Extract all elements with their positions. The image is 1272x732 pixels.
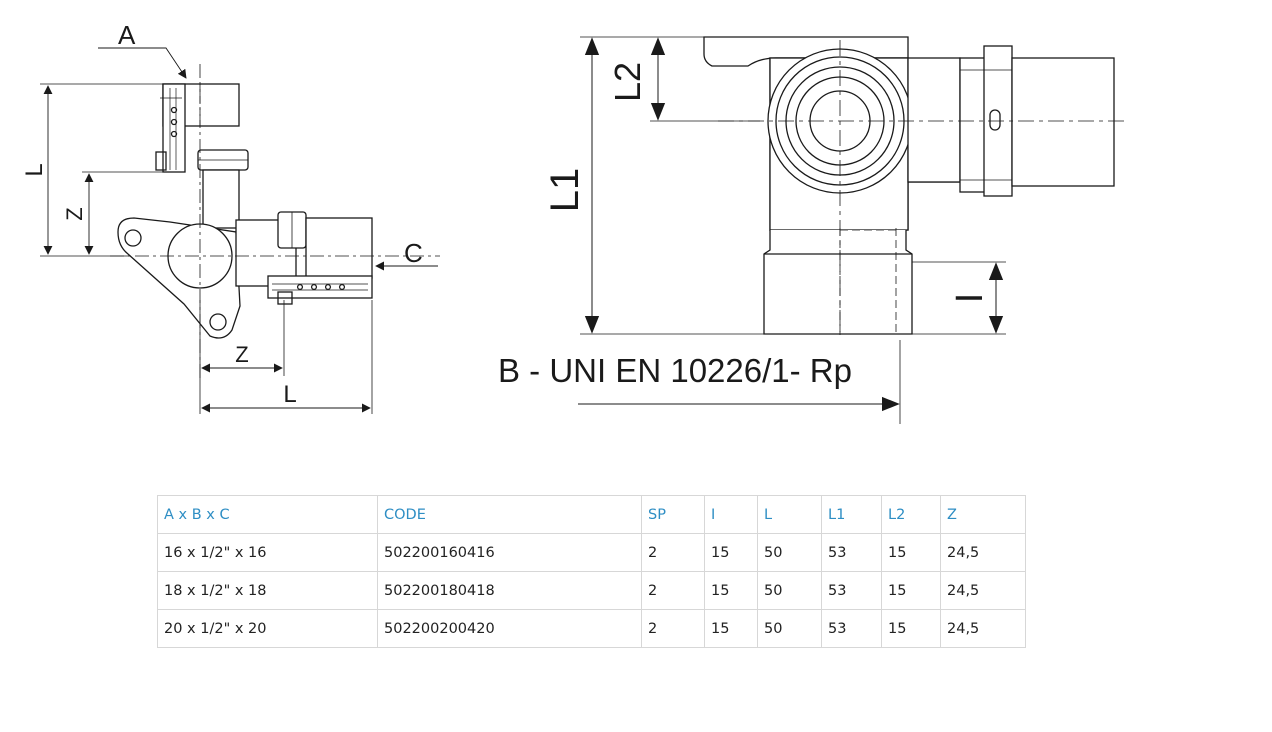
column-header-z: Z — [940, 495, 1026, 534]
cell-code: 502200160416 — [377, 533, 642, 572]
cell-z: 24,5 — [940, 571, 1026, 610]
cell-z: 24,5 — [940, 609, 1026, 648]
cell-l1: 53 — [821, 571, 882, 610]
label-z-vertical: Z — [62, 207, 87, 220]
cell-l: 50 — [757, 609, 822, 648]
left-view — [40, 47, 440, 414]
table-row: 16 x 1/2" x 16 502200160416 2 15 50 53 1… — [157, 533, 1026, 572]
cell-sp: 2 — [641, 609, 705, 648]
label-l-horizontal: L — [283, 381, 296, 408]
cell-size: 18 x 1/2" x 18 — [157, 571, 378, 610]
specification-table: A x B x C CODE SP I L L1 L2 Z 16 x 1/2" … — [157, 495, 1026, 648]
table-row: 18 x 1/2" x 18 502200180418 2 15 50 53 1… — [157, 571, 1026, 610]
table-row: 20 x 1/2" x 20 502200200420 2 15 50 53 1… — [157, 609, 1026, 648]
label-l2: L2 — [607, 62, 648, 102]
cell-code: 502200200420 — [377, 609, 642, 648]
column-header-l: L — [757, 495, 822, 534]
column-header-l1: L1 — [821, 495, 882, 534]
column-header-sp: SP — [641, 495, 705, 534]
label-z-horizontal: Z — [235, 342, 248, 367]
cell-sp: 2 — [641, 571, 705, 610]
cell-i: 15 — [704, 571, 758, 610]
cell-size: 16 x 1/2" x 16 — [157, 533, 378, 572]
cell-size: 20 x 1/2" x 20 — [157, 609, 378, 648]
cell-code: 502200180418 — [377, 571, 642, 610]
label-a: A — [118, 20, 136, 50]
label-c: C — [404, 238, 423, 268]
thread-caption: B - UNI EN 10226/1- Rp — [498, 352, 852, 389]
column-header-code: CODE — [377, 495, 642, 534]
cell-l2: 15 — [881, 533, 941, 572]
right-view — [578, 36, 1128, 424]
cell-i: 15 — [704, 533, 758, 572]
cell-l: 50 — [757, 533, 822, 572]
label-l1: L1 — [543, 168, 587, 213]
cell-l1: 53 — [821, 609, 882, 648]
column-header-i: I — [704, 495, 758, 534]
cell-l2: 15 — [881, 609, 941, 648]
cell-i: 15 — [704, 609, 758, 648]
cell-sp: 2 — [641, 533, 705, 572]
cell-l1: 53 — [821, 533, 882, 572]
label-l: I — [949, 293, 991, 304]
cell-l2: 15 — [881, 571, 941, 610]
table-header-row: A x B x C CODE SP I L L1 L2 Z — [157, 495, 1026, 534]
column-header-l2: L2 — [881, 495, 941, 534]
cell-z: 24,5 — [940, 533, 1026, 572]
label-l-vertical: L — [21, 163, 48, 176]
column-header-size: A x B x C — [157, 495, 378, 534]
cell-l: 50 — [757, 571, 822, 610]
technical-drawing: A C L Z Z L — [21, 20, 1128, 424]
